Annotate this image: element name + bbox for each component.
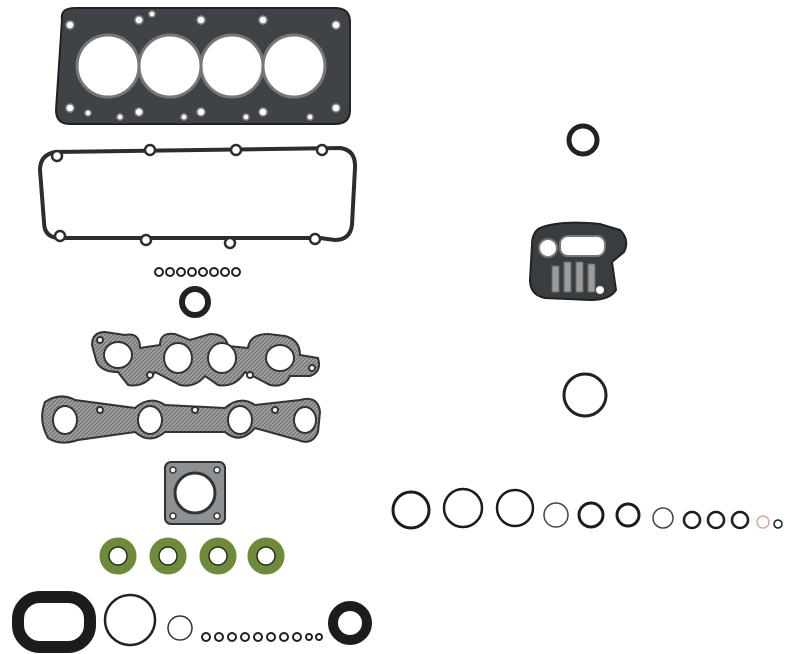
- exhaust-manifold-gasket: [41, 395, 322, 444]
- small-o-rings-upper: [154, 267, 241, 277]
- exhaust-flange-gasket: [164, 461, 226, 525]
- crankshaft-seal: [328, 601, 372, 645]
- camshaft-seal: [179, 286, 211, 318]
- intake-manifold-gasket: [90, 330, 320, 387]
- o-ring-top-right: [566, 123, 600, 157]
- oil-cooler-gasket: [528, 221, 628, 302]
- head-gasket: [54, 7, 351, 125]
- large-o-ring-bottom: [103, 593, 157, 647]
- thin-ring-bottom: [167, 615, 193, 641]
- o-ring-assortment: [391, 487, 783, 530]
- small-o-rings-lower: [201, 632, 323, 642]
- valve-cover-gasket: [37, 143, 358, 250]
- oval-rubber-seal: [12, 591, 96, 653]
- valve-stem-seals: [99, 537, 285, 575]
- o-ring-middle-right: [562, 372, 608, 418]
